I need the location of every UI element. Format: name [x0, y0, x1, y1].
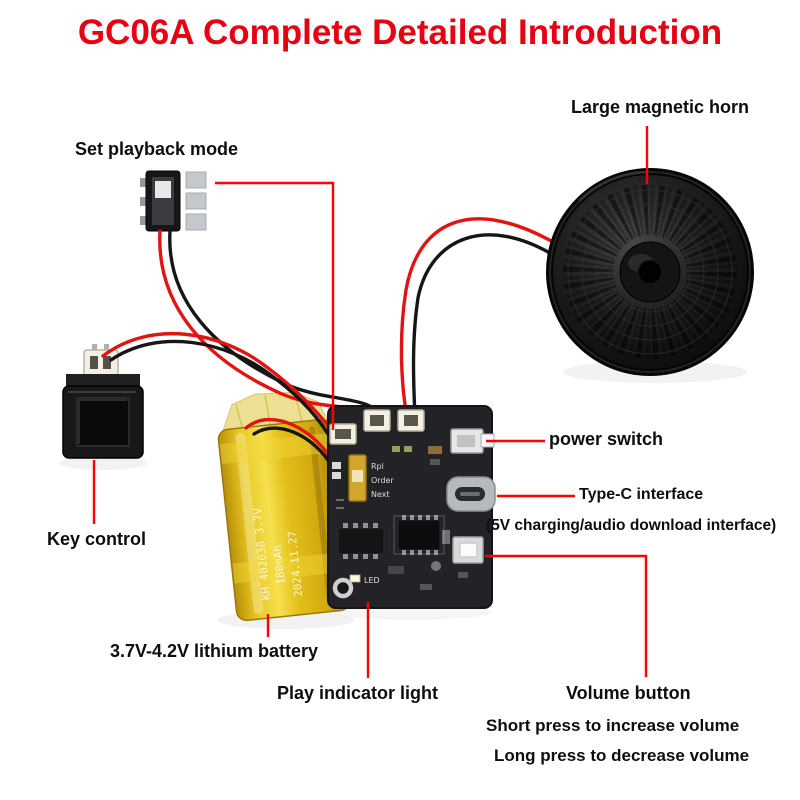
silkscreen-rpl: Rpl — [371, 462, 384, 471]
label-type-c-interface: Type-C interface — [579, 486, 704, 503]
key-control-module — [62, 344, 144, 459]
label-volume-note-long: Long press to decrease volume — [494, 746, 750, 765]
label-volume-note-short: Short press to increase volume — [486, 716, 740, 735]
playback-mode-switch — [140, 170, 207, 232]
mounting-hole — [332, 577, 354, 599]
label-key-control: Key control — [47, 529, 147, 549]
label-lithium-battery: 3.7V-4.2V lithium battery — [110, 641, 319, 661]
volume-button-component — [452, 536, 484, 564]
label-power-switch: power switch — [549, 429, 664, 449]
label-type-c-note: (5V charging/audio download interface) — [486, 517, 777, 534]
smd-parts — [336, 446, 468, 590]
speaker-wire-black — [411, 233, 557, 419]
mode-slide-switch — [348, 454, 367, 502]
label-large-magnetic-horn: Large magnetic horn — [571, 97, 750, 117]
silkscreen-order: Order — [371, 476, 394, 485]
key-wire-black — [109, 339, 334, 443]
silkscreen-next: Next — [371, 490, 390, 499]
lithium-battery: KH 402030 3.7V 180mAh 2024.11.27 — [217, 391, 351, 622]
playback-wire-red — [158, 229, 375, 419]
speaker — [546, 168, 754, 376]
label-volume-button: Volume button — [566, 683, 691, 703]
type-c-port — [446, 476, 496, 512]
callout-lines — [92, 126, 649, 678]
callout-line-volume — [485, 554, 648, 677]
label-play-indicator-light: Play indicator light — [277, 683, 439, 703]
speaker-wire-red — [399, 217, 555, 419]
silkscreen-led: LED — [364, 576, 380, 585]
pcb-board: Rpl Order Next LED — [327, 405, 496, 609]
callout-line-playback — [215, 181, 335, 430]
playback-wire-black — [168, 229, 383, 419]
page-title: GC06A Complete Detailed Introduction — [77, 13, 723, 52]
eight-pin-chip — [337, 527, 385, 555]
main-chip — [397, 519, 441, 551]
wires — [101, 217, 557, 476]
key-wire-red — [101, 331, 334, 433]
battery-print-line2: 180mAh — [271, 544, 288, 585]
play-led — [349, 574, 361, 583]
label-set-playback-mode: Set playback mode — [75, 139, 239, 159]
